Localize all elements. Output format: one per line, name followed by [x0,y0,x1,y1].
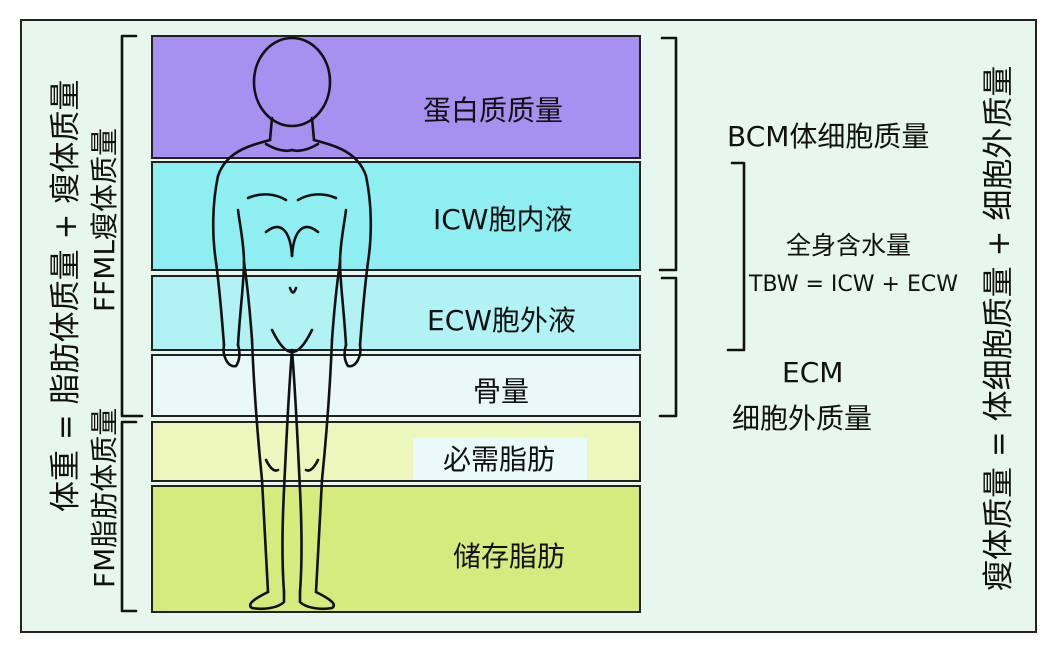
band-storage-fat [151,485,641,613]
label-icw: ICW胞内液 [433,203,573,236]
label-storage-fat: 储存脂肪 [453,540,566,573]
band-protein [151,35,641,159]
label-ecm-code: ECM [782,356,844,389]
label-tbw-formula: TBW = ICW + ECW [749,272,958,297]
label-ecw: ECW胞外液 [427,304,576,337]
label-ecm-name: 细胞外质量 [732,402,873,435]
label-body-weight-equation: 体重 = 脂肪体质量 + 瘦体质量 [48,79,84,512]
label-bcm: BCM体细胞质量 [727,120,930,153]
label-essential-fat: 必需脂肪 [413,438,588,480]
label-protein-mass: 蛋白质质量 [423,94,564,127]
label-bone-mass: 骨量 [473,375,530,408]
label-ffm: FFML瘦体质量 [88,128,121,312]
label-fm: FM脂肪体质量 [88,407,121,588]
label-tbw-title: 全身含水量 [786,231,912,260]
band-icw [151,161,641,271]
label-lean-mass-equation: 瘦体质量 = 体细胞质量 + 细胞外质量 [981,65,1017,591]
band-bone [151,354,641,417]
band-ecw [151,275,641,351]
